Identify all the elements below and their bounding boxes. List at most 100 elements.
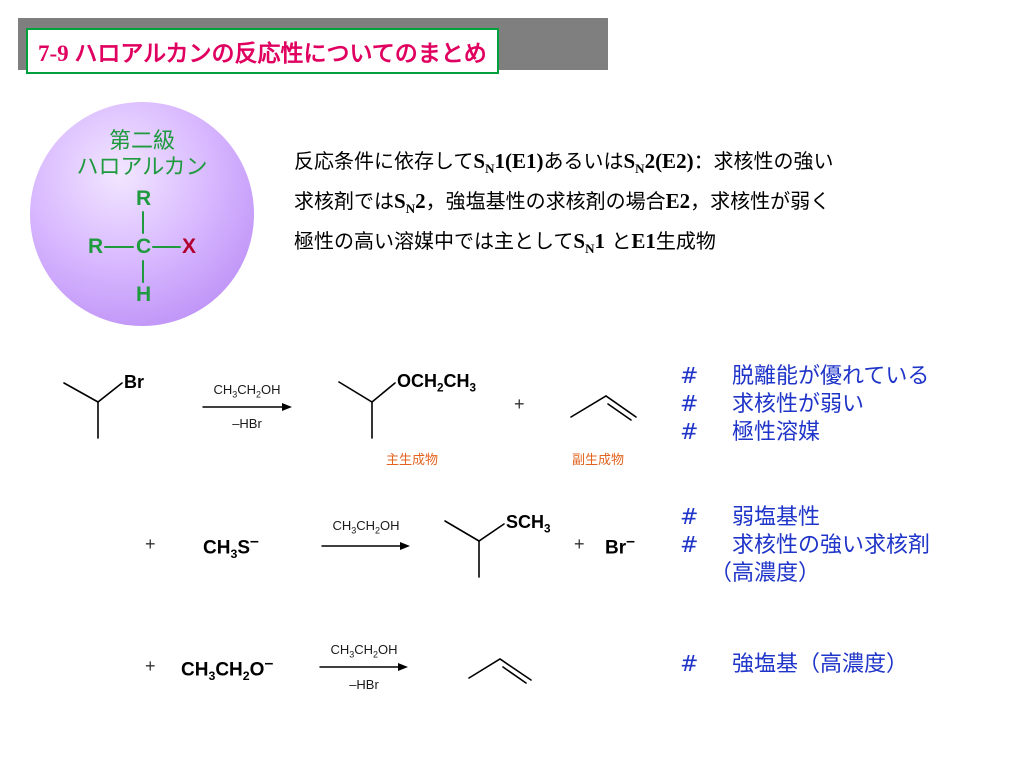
page-title: 7-9 ハロアルカンの反応性についてのまとめ bbox=[26, 28, 499, 74]
desc-text: ，強塩基性の求核剤の場合 bbox=[425, 189, 666, 214]
propene-double-bond bbox=[607, 403, 632, 421]
badge-r-top: R bbox=[136, 187, 152, 210]
reaction-arrow-1-head bbox=[282, 403, 292, 411]
reaction1-notes: # 脱離能が優れている #求核性が弱い # 極性溶媒 bbox=[680, 363, 929, 447]
formula-part: Br bbox=[605, 537, 627, 559]
formula-part: CH bbox=[181, 659, 209, 681]
note-text: （高濃度） bbox=[710, 561, 821, 586]
formula-charge: – bbox=[264, 655, 274, 672]
sn-sub: N bbox=[585, 241, 595, 257]
formula-sub: 3 bbox=[232, 389, 238, 400]
formula-sub: 2 bbox=[242, 669, 250, 684]
badge-r-left: R bbox=[88, 235, 104, 258]
desc-text: あるいは bbox=[543, 149, 624, 173]
sn-s: S bbox=[394, 189, 406, 214]
note-item: # 弱塩基性 bbox=[680, 504, 930, 532]
note-item: #求核性が弱い bbox=[680, 391, 929, 419]
formula-sub: 2 bbox=[256, 389, 262, 400]
reactant-2-bromopropane bbox=[63, 382, 123, 403]
methanethiolate-label: CH3S– bbox=[203, 533, 259, 561]
formula-part: OH bbox=[380, 518, 400, 533]
description-line1: 反応条件に依存してSN1(E1)あるいはSN2(E2)：求核性の強い bbox=[294, 145, 994, 185]
note-text: 強塩基（高濃度） bbox=[732, 652, 909, 677]
formula-charge: – bbox=[250, 533, 259, 550]
formula-part: CH bbox=[332, 518, 352, 533]
reaction1-solvent: CH3CH2OH bbox=[198, 382, 296, 400]
ethoxide-label: CH3CH2O– bbox=[181, 655, 273, 683]
reaction3-plus: + bbox=[145, 656, 156, 676]
reaction2-notes: #弱塩基性 #求核性の強い求核剤 （高濃度） bbox=[680, 504, 930, 588]
badge-structure: R R C X H bbox=[30, 102, 254, 326]
sn-sub: N bbox=[485, 161, 495, 177]
sn-s: S bbox=[573, 229, 586, 254]
note-item: # 脱離能が優れている bbox=[680, 363, 929, 391]
desc-text: 反応条件に依存して bbox=[294, 149, 474, 173]
formula-part: CH bbox=[354, 642, 374, 657]
formula-sub: 2 bbox=[437, 381, 444, 395]
reaction-arrow-2-head bbox=[400, 542, 410, 550]
badge-line1: 第二級 bbox=[108, 129, 175, 154]
note-text: 極性溶媒 bbox=[732, 420, 821, 445]
formula-part: CH bbox=[203, 537, 231, 559]
desc-text: 極性の高い溶媒中では主として bbox=[294, 229, 574, 254]
formula-sub: 3 bbox=[351, 525, 357, 536]
formula-part: SCH bbox=[506, 512, 545, 532]
sn2-e2: 2(E2) bbox=[644, 149, 694, 173]
sn-sub: N bbox=[635, 161, 645, 177]
product-propene bbox=[570, 395, 637, 418]
hash-mark: # bbox=[680, 505, 699, 530]
formula-part: S bbox=[237, 537, 251, 559]
sn1: 1 bbox=[594, 229, 605, 254]
propene-e2-double-bond bbox=[502, 666, 527, 684]
product-propene-e2 bbox=[468, 658, 532, 681]
badge-bonds bbox=[104, 211, 181, 283]
reaction-arrow-3-head bbox=[398, 663, 408, 671]
reaction2-plus: + bbox=[145, 534, 156, 554]
note-item: #強塩基（高濃度） bbox=[680, 651, 908, 679]
formula-sub: 3 bbox=[544, 522, 551, 536]
e1: E1 bbox=[631, 229, 656, 254]
reaction3-solvent: CH3CH2OH bbox=[315, 642, 413, 660]
hash-mark: # bbox=[680, 420, 699, 445]
formula-sub: 2 bbox=[375, 525, 381, 536]
formula-part: CH bbox=[237, 382, 257, 397]
formula-part: CH bbox=[443, 371, 470, 391]
formula-part: OH bbox=[378, 642, 398, 657]
formula-part: CH bbox=[356, 518, 376, 533]
reaction1-loss-hbr: –HBr bbox=[232, 416, 262, 431]
bromide-label: Br– bbox=[605, 533, 635, 559]
note-text: 求核性が弱い bbox=[732, 392, 865, 417]
formula-part: O bbox=[249, 659, 265, 681]
reaction3-notes: #強塩基（高濃度） bbox=[680, 651, 908, 679]
formula-part: OCH bbox=[397, 371, 437, 391]
note-item: # 極性溶媒 bbox=[680, 419, 929, 447]
sn-sub: N bbox=[405, 201, 416, 217]
product-thioether-label: SCH3 bbox=[506, 512, 551, 536]
formula-sub: 3 bbox=[208, 669, 216, 684]
formula-sub: 2 bbox=[373, 649, 379, 660]
formula-part: OH bbox=[261, 382, 281, 397]
e2: E2 bbox=[665, 189, 691, 214]
hash-mark: # bbox=[680, 364, 699, 389]
note-text: 弱塩基性 bbox=[732, 505, 821, 530]
sn1-e1: 1(E1) bbox=[494, 149, 544, 173]
side-product-label: 副生成物 bbox=[572, 453, 625, 468]
main-product-label: 主生成物 bbox=[386, 453, 439, 468]
formula-sub: 3 bbox=[469, 381, 477, 395]
reaction2-plus-2: + bbox=[574, 534, 585, 554]
note-text: 脱離能が優れている bbox=[732, 364, 930, 389]
sn-s: S bbox=[473, 149, 486, 173]
note-item: （高濃度） bbox=[680, 560, 930, 588]
formula-part: CH bbox=[330, 642, 350, 657]
badge-halogen: X bbox=[182, 235, 197, 258]
badge-carbon: C bbox=[136, 235, 152, 258]
reaction1-plus: + bbox=[514, 394, 525, 414]
product-ether bbox=[338, 381, 396, 403]
formula-sub: 3 bbox=[349, 649, 355, 660]
badge-hydrogen: H bbox=[136, 283, 152, 306]
formula-part: CH bbox=[213, 382, 233, 397]
desc-text: と bbox=[604, 229, 632, 254]
desc-text: 生成物 bbox=[655, 229, 716, 254]
formula-part: CH bbox=[215, 659, 243, 681]
